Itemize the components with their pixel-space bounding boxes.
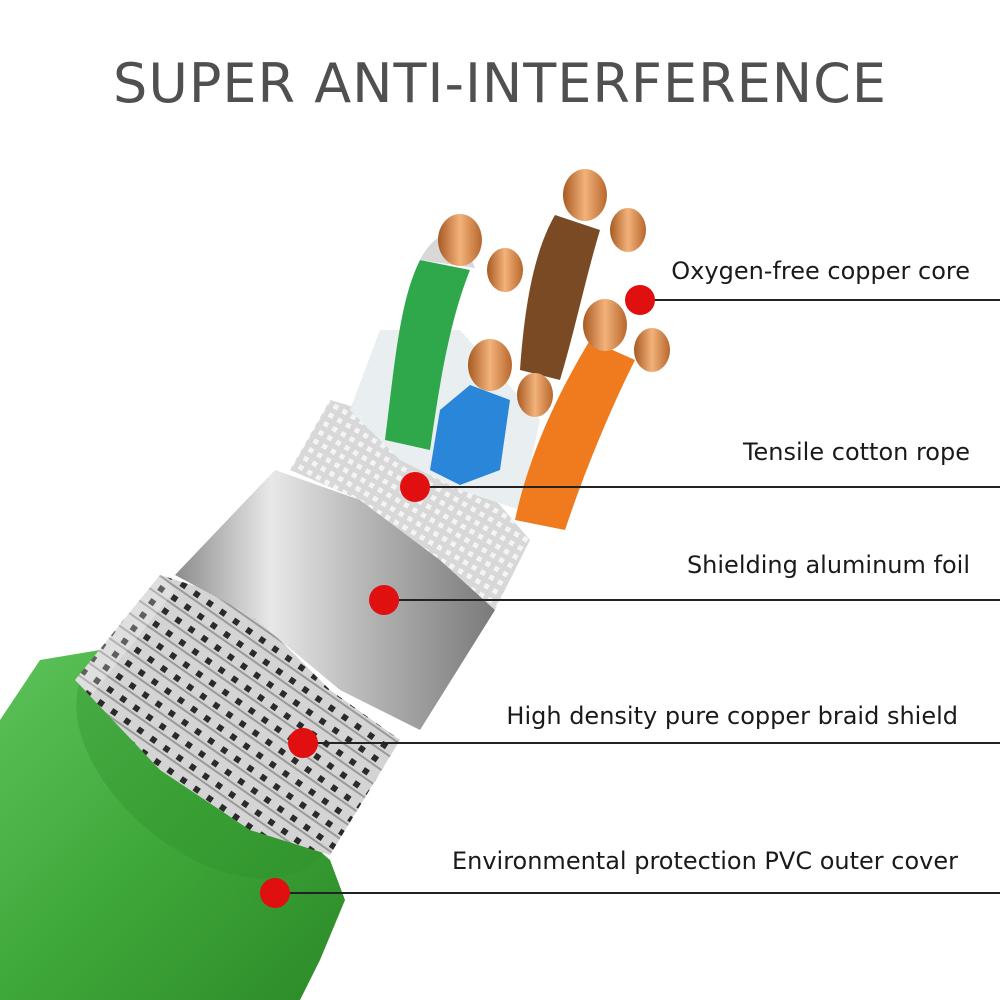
copper-braid-shield [75, 575, 400, 855]
callout-label-jacket: Environmental protection PVC outer cover [451, 847, 958, 875]
callout-label-core: Oxygen-free copper core [671, 257, 970, 285]
blue-twisted-pair [430, 385, 510, 485]
callout-label-rope: Tensile cotton rope [742, 438, 970, 466]
marker-foil [369, 585, 399, 615]
marker-core [625, 285, 655, 315]
callout-label-braid: High density pure copper braid shield [506, 702, 958, 730]
marker-jacket [260, 878, 290, 908]
marker-braid [288, 728, 318, 758]
callout-label-foil: Shielding aluminum foil [686, 551, 970, 579]
marker-rope [400, 472, 430, 502]
aluminum-foil-shield [175, 400, 530, 730]
copper-conductors [438, 169, 670, 417]
orange-twisted-pair [515, 340, 635, 530]
leader-lines [275, 299, 1000, 894]
page-title: SUPER ANTI-INTERFERENCE [113, 52, 887, 115]
callout-markers [260, 285, 655, 908]
brown-twisted-pair [520, 215, 600, 380]
